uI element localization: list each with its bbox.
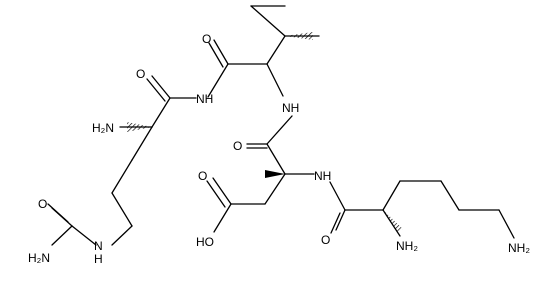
label-o-bottom: O [321, 233, 330, 247]
label-h2n-urea: H₂N [28, 251, 50, 265]
atom-labels: O NH O H₂N NH O O NH HO O N H O H₂N NH₂ … [28, 32, 530, 266]
label-o-mid: O [233, 139, 242, 153]
label-h2n-mid: H₂N [92, 121, 114, 135]
wedge-center [265, 170, 285, 178]
label-o-urea: O [38, 197, 47, 211]
label-nh-top: NH [196, 92, 213, 106]
wedge-top [285, 32, 313, 40]
label-nh2-bottom: NH₂ [396, 239, 418, 253]
label-ho: HO [196, 235, 214, 249]
label-h-left: H [94, 252, 103, 266]
label-n-left: N [94, 239, 103, 253]
label-o-top: O [202, 32, 211, 46]
wedge-mid [127, 122, 152, 132]
wedge-right [383, 210, 403, 232]
label-nh-right: NH [314, 169, 331, 183]
label-o-acid: O [198, 169, 207, 183]
label-nh-mid: NH [282, 101, 299, 115]
bonds [47, 5, 515, 246]
label-nh2-right: NH₂ [508, 241, 530, 255]
label-o-left-top: O [136, 67, 145, 81]
